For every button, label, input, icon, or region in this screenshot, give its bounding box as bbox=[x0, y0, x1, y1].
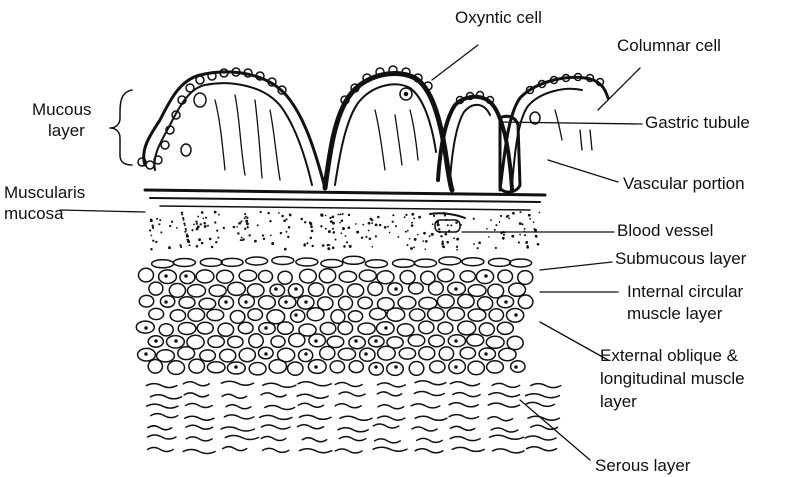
submucosa-dots bbox=[149, 211, 540, 251]
label-internal-circular-line1: Internal circular bbox=[627, 282, 743, 302]
muscle-cells bbox=[136, 256, 533, 375]
label-blood-vessel: Blood vessel bbox=[617, 221, 713, 241]
label-muscularis-line2: mucosa bbox=[4, 204, 64, 224]
fold-texture bbox=[215, 95, 592, 180]
label-gastric-tubule: Gastric tubule bbox=[645, 113, 750, 133]
label-internal-circular-line2: muscle layer bbox=[627, 304, 722, 324]
fold-3-inner bbox=[450, 105, 490, 180]
fold-1 bbox=[144, 72, 325, 188]
label-mucous-layer-line2: layer bbox=[48, 121, 85, 141]
label-vascular-portion: Vascular portion bbox=[623, 174, 745, 194]
label-external-oblique-line3: layer bbox=[600, 392, 637, 412]
serous-waves bbox=[146, 381, 560, 454]
epithelial-cells bbox=[138, 66, 604, 169]
label-mucous-layer-line1: Mucous bbox=[32, 100, 92, 120]
fold-4-inner bbox=[512, 89, 582, 185]
label-serous-layer: Serous layer bbox=[595, 456, 690, 476]
mucosal-folds bbox=[144, 72, 608, 192]
label-columnar-cell: Columnar cell bbox=[617, 36, 721, 56]
label-submucous-layer: Submucous layer bbox=[615, 249, 746, 269]
label-oxyntic-cell: Oxyntic cell bbox=[455, 8, 542, 28]
label-external-oblique-line2: longitudinal muscle bbox=[600, 369, 745, 389]
label-muscularis-line1: Muscularis bbox=[4, 183, 85, 203]
label-external-oblique-line1: External oblique & bbox=[600, 346, 738, 366]
mucous-brace bbox=[110, 90, 132, 165]
